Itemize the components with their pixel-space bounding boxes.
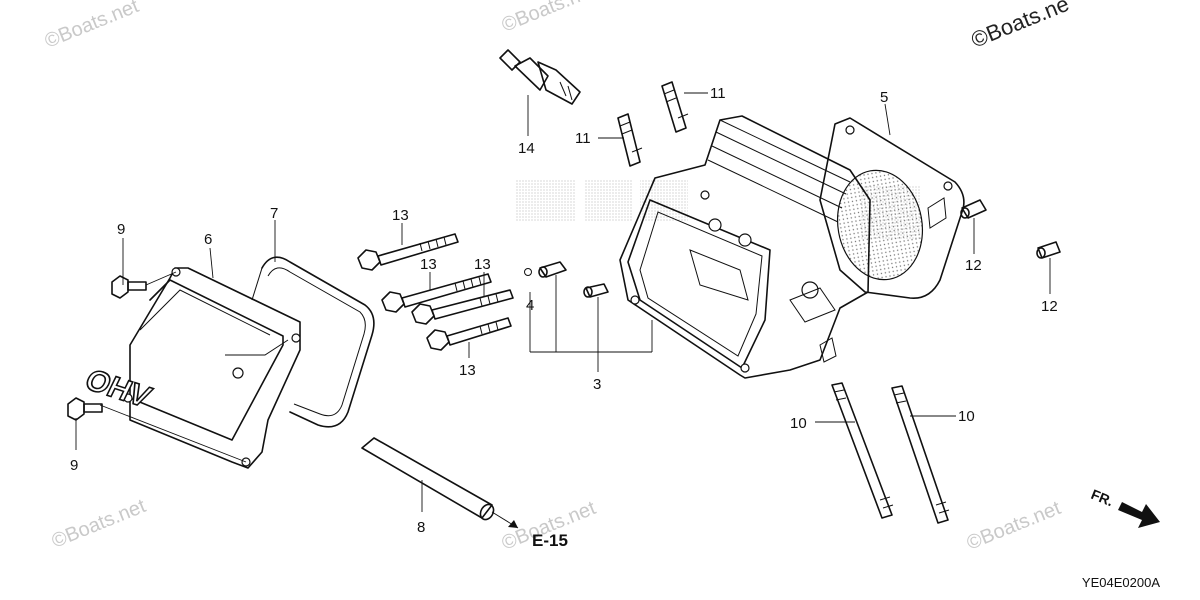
callout-8: 8	[417, 519, 425, 536]
e15-arrowhead	[508, 520, 518, 528]
studs-11	[617, 81, 689, 167]
long-studs-10	[831, 382, 950, 524]
callout-13-mid-left: 13	[420, 256, 437, 273]
callout-13-top: 13	[392, 207, 409, 224]
cover-ohv-text: OHV	[80, 364, 156, 414]
cover-bolt-lower	[67, 397, 103, 421]
dowel-pins-12	[960, 199, 1061, 259]
callout-6: 6	[204, 231, 212, 248]
front-direction-label: FR.	[1089, 486, 1116, 509]
cylinder-head	[619, 115, 871, 379]
front-arrow-icon	[1118, 502, 1160, 528]
callout-10-left: 10	[790, 415, 807, 432]
leader-lines	[75, 92, 1051, 529]
callout-13-bottom: 13	[459, 362, 476, 379]
callout-7: 7	[270, 205, 278, 222]
watermark: ©Boats.net	[42, 0, 143, 53]
watermark: ©Boats.net	[964, 497, 1065, 555]
watermark: ©Boats.net	[49, 495, 150, 553]
diagram-reference-code: YE04E0200A	[1081, 575, 1160, 590]
callout-5: 5	[880, 89, 888, 106]
front-direction-indicator: FR.	[1089, 486, 1160, 528]
spark-plug	[499, 49, 581, 105]
callout-labels: 9 6 7 13 13 13 13 14 11 11 5 4 3 12 12 1…	[70, 85, 1058, 536]
watermark-corner: ©Boats.ne	[968, 0, 1073, 53]
callout-9-lower: 9	[70, 457, 78, 474]
callout-13-mid-right: 13	[474, 256, 491, 273]
head-cover-gasket	[251, 256, 375, 428]
breather-tube	[361, 437, 495, 521]
callout-11-left: 11	[575, 130, 591, 147]
callout-9-upper: 9	[117, 221, 125, 238]
callout-4: 4	[526, 297, 534, 314]
cover-bolt-upper	[111, 275, 147, 299]
callout-12-lower: 12	[1041, 298, 1058, 315]
cross-reference-e15: E-15	[532, 531, 568, 550]
cylinder-head-gasket	[819, 117, 965, 299]
callout-14: 14	[518, 140, 535, 157]
callout-12-upper: 12	[965, 257, 982, 274]
watermark: ©Boats.net	[499, 0, 600, 37]
callout-10-right: 10	[958, 408, 975, 425]
callout-3: 3	[593, 376, 601, 393]
dowel-pins	[524, 261, 609, 298]
callout-11-right: 11	[710, 85, 726, 102]
head-bolts	[357, 233, 514, 351]
head-cover: OHV	[79, 267, 301, 469]
